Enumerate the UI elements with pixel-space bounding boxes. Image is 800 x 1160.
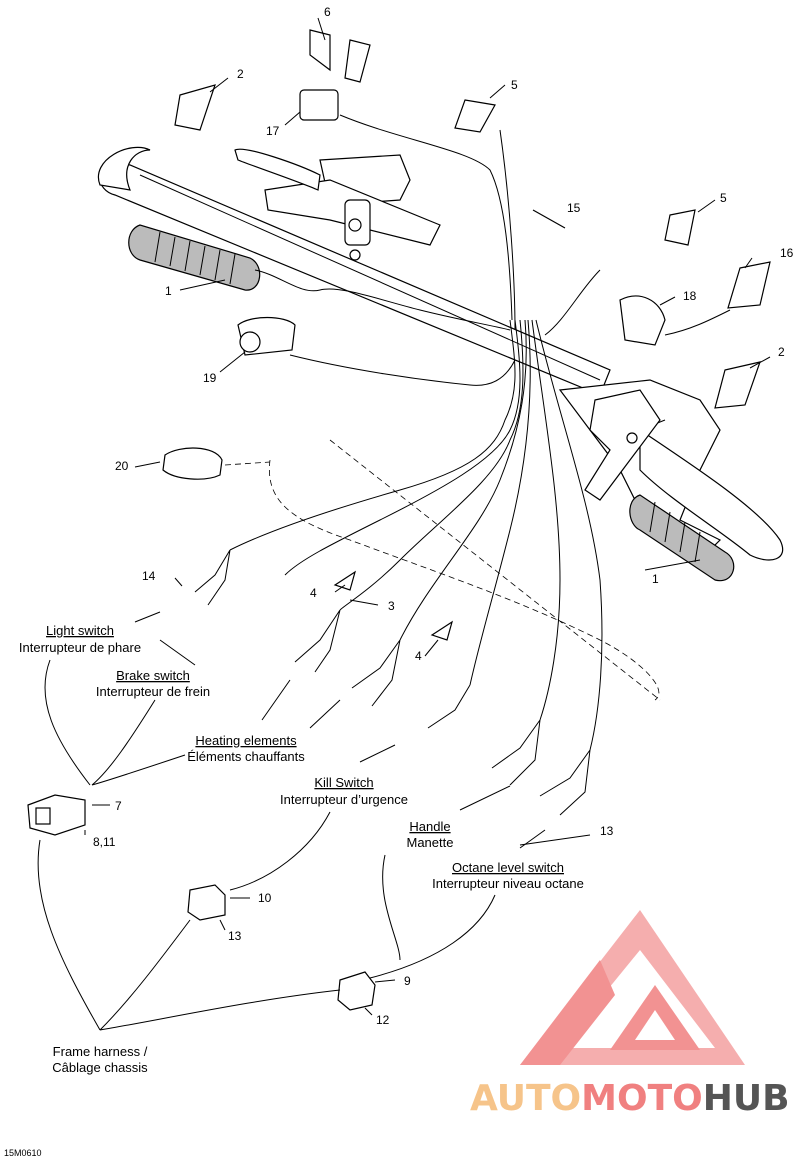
callout-4: 4 (310, 586, 317, 600)
callout-15: 15 (567, 201, 581, 215)
watermark-part-1: AUTO (470, 1078, 581, 1119)
callout-12: 12 (376, 1013, 390, 1027)
callout-numbers: 6 2 5 17 15 5 16 1 18 19 2 20 14 4 3 4 1… (93, 5, 794, 1027)
watermark-part-2: MOTO (581, 1078, 703, 1119)
callout-16: 16 (780, 246, 794, 260)
callout-5: 5 (720, 191, 727, 205)
callout-20: 20 (115, 459, 129, 473)
callout-13: 13 (600, 824, 614, 838)
small-parts (162, 29, 771, 641)
label-kill-switch-fr: Interrupteur d’urgence (280, 792, 408, 807)
callout-7: 7 (115, 799, 122, 813)
watermark-part-3: HUB (703, 1078, 790, 1119)
callout-2: 2 (237, 67, 244, 81)
left-grip (128, 224, 261, 291)
label-handle-en: Handle (409, 819, 450, 834)
connector-labels: Light switch Interrupteur de phare Brake… (19, 623, 584, 1075)
label-light-switch-fr: Interrupteur de phare (19, 640, 141, 655)
label-handle-fr: Manette (407, 835, 454, 850)
callout-5: 5 (511, 78, 518, 92)
connector-pigtails (194, 549, 591, 816)
label-frame-harness-en: Frame harness / (53, 1044, 148, 1059)
brake-master-cylinder (234, 148, 441, 261)
drawing-code: 15M0610 (4, 1148, 42, 1158)
callout-10: 10 (258, 891, 272, 905)
callout-4: 4 (415, 649, 422, 663)
callout-17: 17 (266, 124, 280, 138)
label-light-switch-en: Light switch (46, 623, 114, 638)
callout-14: 14 (142, 569, 156, 583)
label-frame-harness-fr: Câblage chassis (52, 1060, 148, 1075)
label-heating-fr: Éléments chauffants (187, 749, 305, 764)
callout-1: 1 (165, 284, 172, 298)
watermark-logo (520, 910, 745, 1065)
right-grip (629, 494, 735, 582)
label-kill-switch-en: Kill Switch (314, 775, 373, 790)
watermark-text: AUTOMOTOHUB (470, 1078, 790, 1119)
callout-19: 19 (203, 371, 217, 385)
leader-lines (37, 17, 771, 1031)
callout-1: 1 (652, 572, 659, 586)
wiring-harness (224, 114, 731, 751)
label-heating-en: Heating elements (195, 733, 297, 748)
watermark-auto: AUTOMOTOHUB (470, 1078, 790, 1119)
connector-housings (27, 794, 376, 1011)
callout-8-11: 8,11 (93, 835, 116, 849)
label-octane-en: Octane level switch (452, 860, 564, 875)
callout-18: 18 (683, 289, 697, 303)
callout-13: 13 (228, 929, 242, 943)
callout-3: 3 (388, 599, 395, 613)
callout-9: 9 (404, 974, 411, 988)
label-octane-fr: Interrupteur niveau octane (432, 876, 584, 891)
label-brake-switch-en: Brake switch (116, 668, 190, 683)
throttle-lever (584, 389, 661, 501)
callout-6: 6 (324, 5, 331, 19)
label-brake-switch-fr: Interrupteur de frein (96, 684, 210, 699)
handlebar (97, 146, 784, 561)
callout-2: 2 (778, 345, 785, 359)
